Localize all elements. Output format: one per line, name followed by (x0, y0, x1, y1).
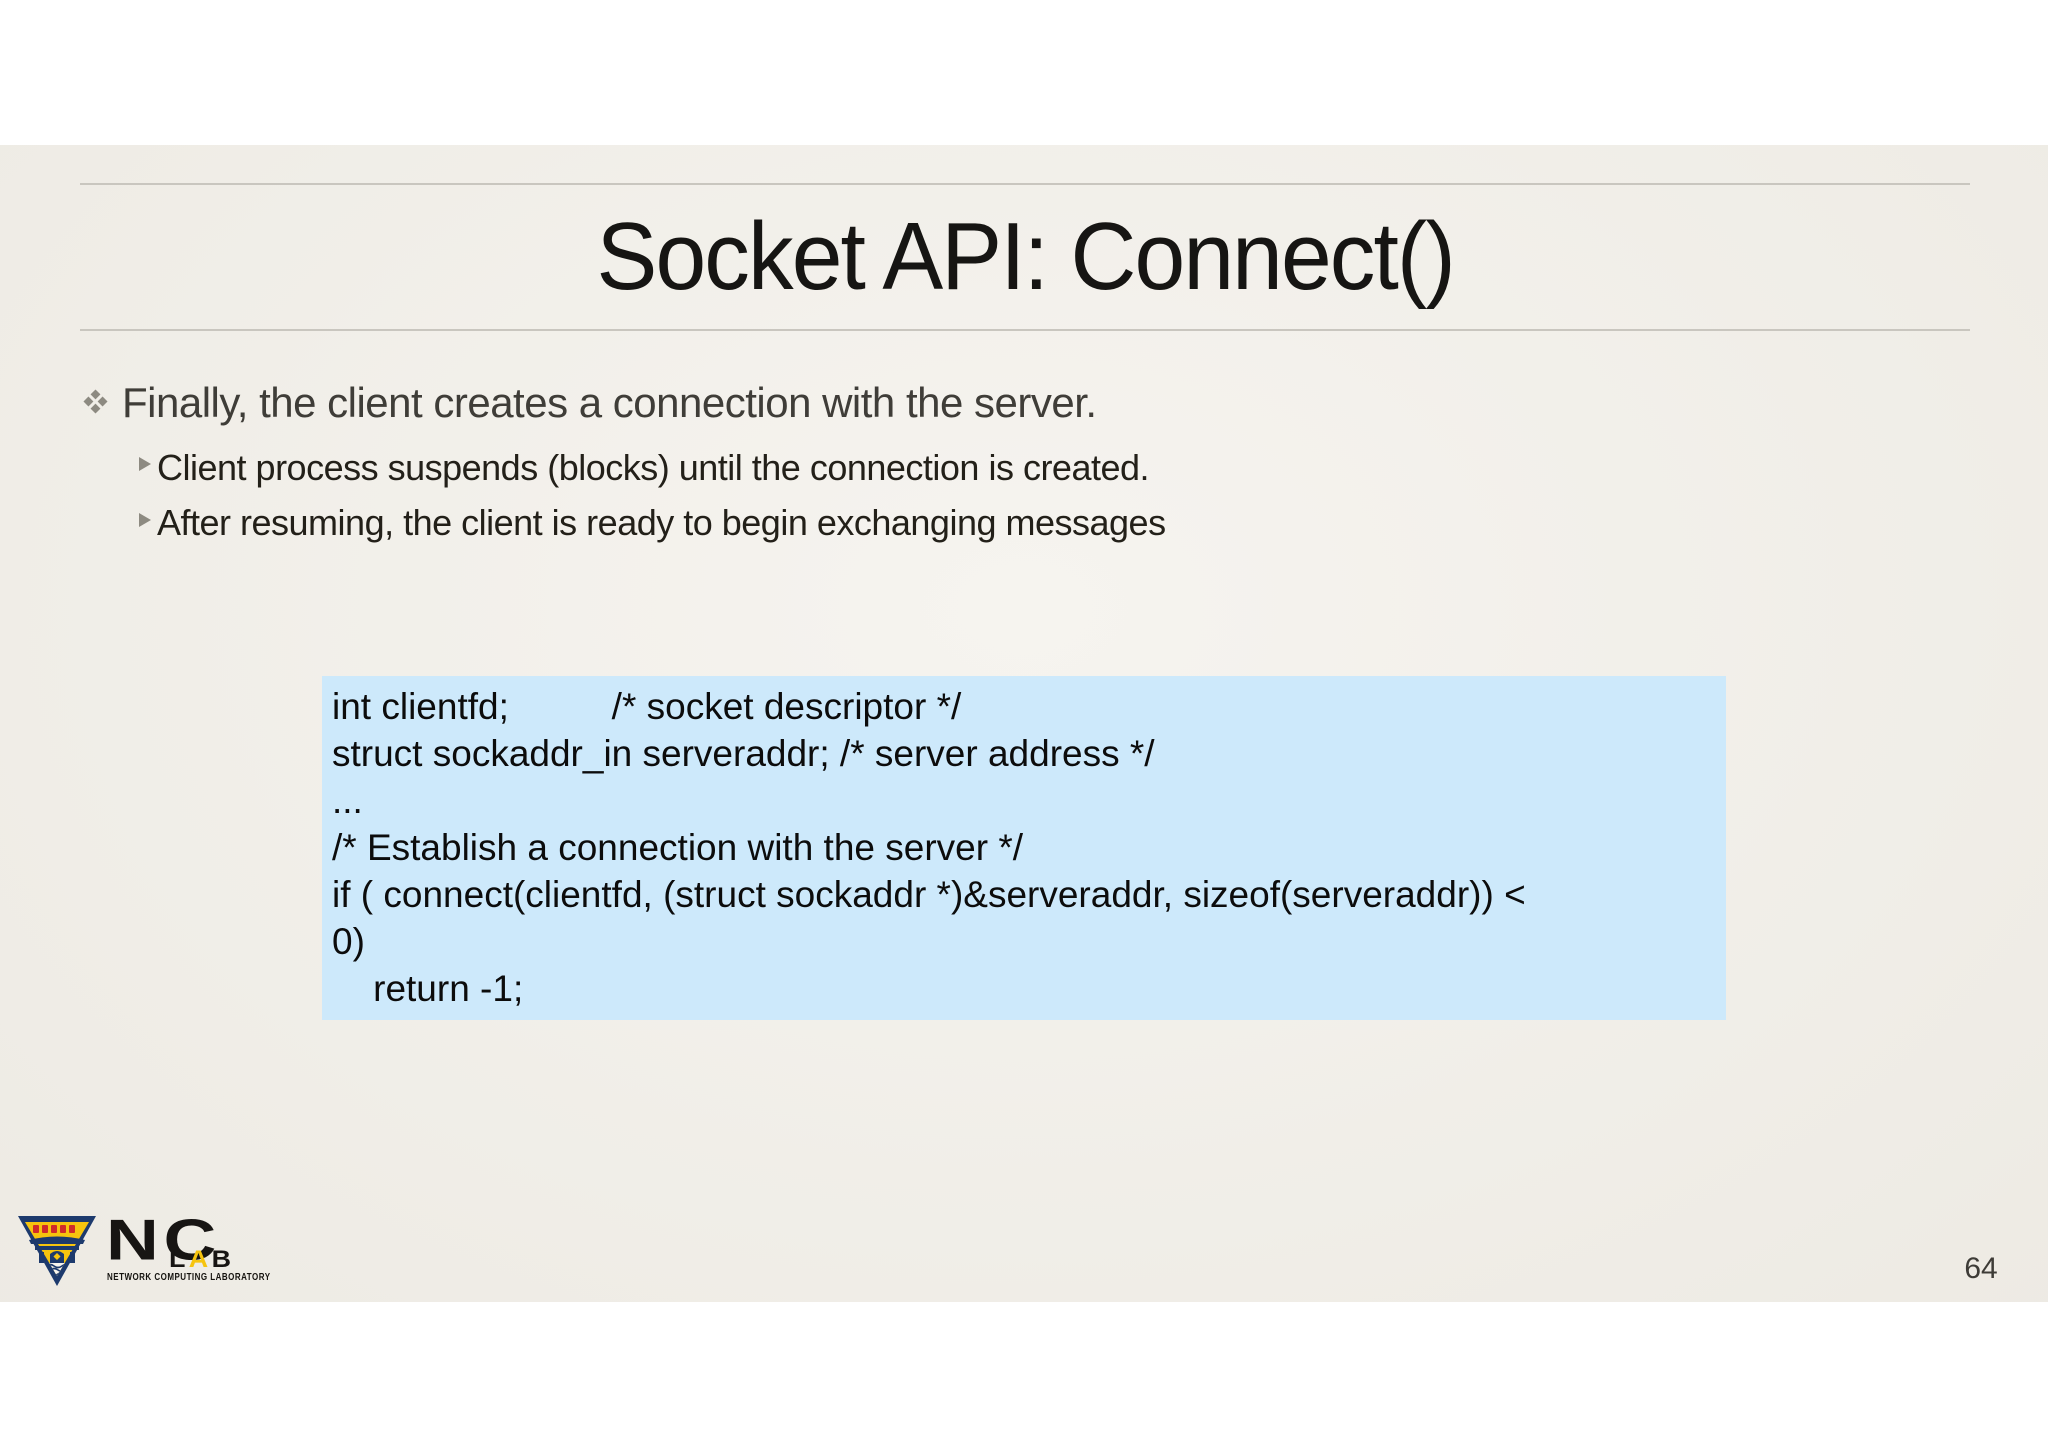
logo-lab-b: B (211, 1246, 235, 1273)
triangle-bullet-icon (139, 457, 151, 471)
sub-bullet-text: After resuming, the client is ready to b… (157, 502, 1166, 543)
triangle-bullet-icon (139, 513, 151, 527)
code-line: ... (332, 780, 363, 821)
logo-nc-text: NC (106, 1208, 222, 1273)
code-line: 0) (332, 921, 365, 962)
code-line: return -1; (332, 968, 524, 1009)
sub-bullet-text: Client process suspends (blocks) until t… (157, 447, 1150, 488)
nclab-logo: NC LAB NETWORK COMPUTING LABORATORY (16, 1208, 296, 1298)
code-line: struct sockaddr_in serveraddr; /* server… (332, 733, 1155, 774)
slide-title: Socket API: Connect() (596, 203, 1455, 310)
logo-lab-a: A (188, 1246, 212, 1273)
logo-caption: NETWORK COMPUTING LABORATORY (107, 1272, 271, 1283)
logo-lab-l: L (169, 1246, 189, 1273)
code-block: int clientfd; /* socket descriptor */ st… (322, 676, 1726, 1020)
code-line: int clientfd; /* socket descriptor */ (332, 686, 962, 727)
logo-lab-text: LAB (169, 1246, 234, 1274)
main-bullet-text: Finally, the client creates a connection… (122, 379, 1097, 426)
title-band: Socket API: Connect() (80, 183, 1970, 331)
code-line: /* Establish a connection with the serve… (332, 827, 1024, 868)
page-number: 64 (1964, 1252, 1998, 1285)
university-emblem-icon (18, 1216, 96, 1286)
code-line: if ( connect(clientfd, (struct sockaddr … (332, 874, 1526, 915)
